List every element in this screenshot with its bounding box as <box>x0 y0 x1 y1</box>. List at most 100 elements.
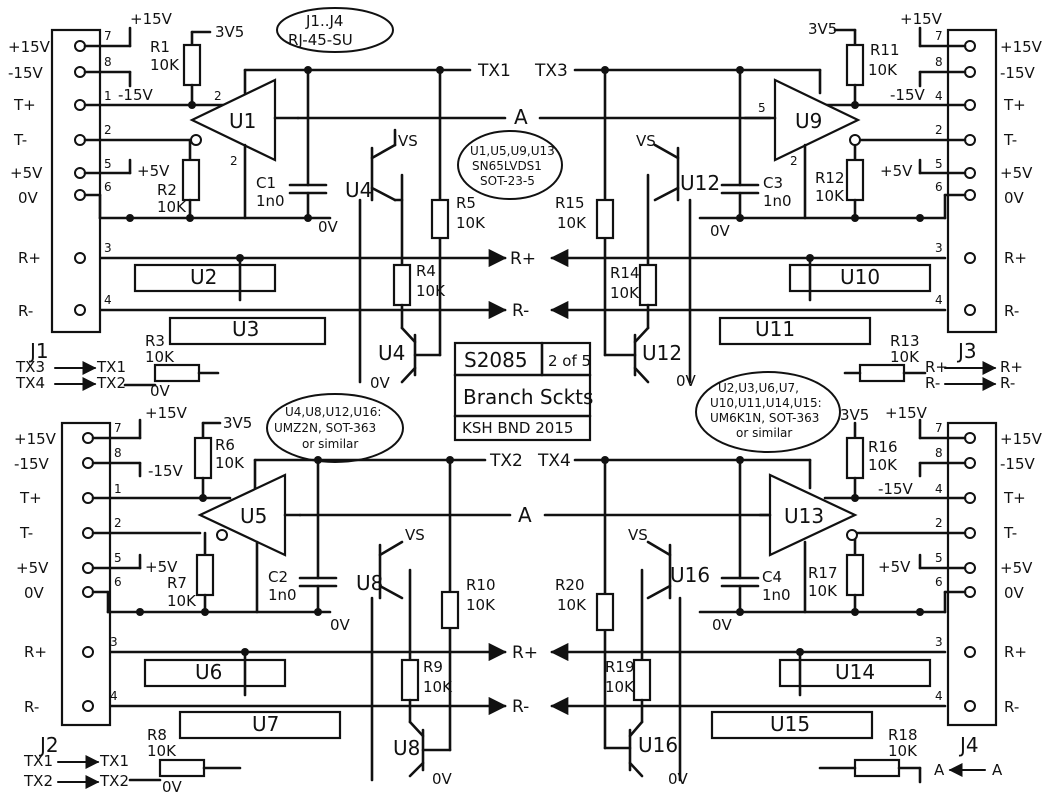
schematic-label: T+ <box>13 96 36 114</box>
schematic-label: 2 <box>790 154 798 168</box>
schematic-label: 0V <box>370 374 391 392</box>
schematic-label: R- <box>925 374 940 392</box>
schematic-label: UM6K1N, SOT-363 <box>710 411 819 425</box>
schematic-label: C1 <box>256 174 276 192</box>
schematic-label: 10K <box>557 596 587 614</box>
drawing-number: S2085 <box>464 348 528 372</box>
r13-resistor <box>858 363 906 383</box>
schematic-label: 7 <box>935 29 943 43</box>
schematic-label: TX2 <box>96 374 126 392</box>
schematic-label: U2,U3,U6,U7, <box>718 381 799 395</box>
schematic-label: 3 <box>110 635 118 649</box>
tx4-net-label: TX4 <box>537 451 571 471</box>
drawing-title: Branch Sckts <box>463 385 593 409</box>
schematic-label: TX4 <box>15 374 45 392</box>
switch-note: U2,U3,U6,U7, U10,U11,U14,U15: UM6K1N, SO… <box>695 371 841 453</box>
j1-label: J1 <box>28 339 49 363</box>
schematic-label: A <box>934 761 945 779</box>
schematic-label: U10 <box>840 265 880 289</box>
schematic-label: 8 <box>935 446 943 460</box>
u15-switch <box>710 710 874 740</box>
schematic-label: R14 <box>610 264 640 282</box>
u10-switch <box>788 263 932 293</box>
schematic-label: +15V <box>885 404 928 422</box>
title-block: S2085 2 of 5 Branch Sckts KSH BND 2015 <box>453 341 593 442</box>
schematic-label: -15V <box>890 86 925 104</box>
schematic-label: 7 <box>935 421 943 435</box>
schematic-label: U15 <box>770 712 810 736</box>
r20-resistor <box>595 592 615 632</box>
schematic-label: U7 <box>252 712 279 736</box>
schematic-label: -15V <box>1000 455 1035 473</box>
schematic-label: C3 <box>763 174 783 192</box>
schematic-label: 3V5 <box>215 23 244 41</box>
j2-connector <box>60 421 112 727</box>
schematic-label: -15V <box>118 86 153 104</box>
schematic-label: U10,U11,U14,U15: <box>710 396 822 410</box>
schematic-label: 1 <box>114 482 122 496</box>
schematic-label: U16 <box>638 733 678 757</box>
schematic-label: 10K <box>167 592 197 610</box>
r9-resistor <box>400 658 420 702</box>
schematic-label: 10K <box>868 456 898 474</box>
schematic-label: R6 <box>215 436 235 454</box>
schematic-label: 10K <box>888 742 918 760</box>
schematic-label: 6 <box>114 575 122 589</box>
a-net-bottom: A <box>298 503 772 527</box>
schematic-label: 3V5 <box>808 20 837 38</box>
schematic-label: T+ <box>1003 96 1026 114</box>
schematic-label: 10K <box>868 61 898 79</box>
rm-net-label-bottom: R- <box>512 697 529 717</box>
schematic-label: T- <box>13 131 27 149</box>
schematic-label: R18 <box>888 726 918 744</box>
schematic-label: R2 <box>157 181 177 199</box>
schematic-label: 1n0 <box>256 192 285 210</box>
schematic-label: R11 <box>870 41 900 59</box>
schematic-label: 0V <box>712 616 733 634</box>
schematic-label: or similar <box>736 426 792 440</box>
schematic-label: -15V <box>148 462 183 480</box>
schematic-label: 6 <box>935 575 943 589</box>
schematic-label: TX1 <box>96 358 126 376</box>
schematic-label: U9 <box>795 109 822 133</box>
schematic-label: R+ <box>24 643 47 661</box>
schematic-label: 1n0 <box>763 192 792 210</box>
schematic-label: U4 <box>378 341 405 365</box>
a-net-label-bottom: A <box>518 503 532 527</box>
r4-resistor <box>392 263 412 307</box>
schematic-label: +5V <box>137 162 170 180</box>
r18-resistor <box>853 758 901 778</box>
schematic-label: R+ <box>18 249 41 267</box>
schematic-label: -15V <box>8 64 43 82</box>
r14-resistor <box>638 263 658 307</box>
schematic-label: TX2 <box>99 772 129 790</box>
r7-resistor <box>195 553 215 597</box>
r11-resistor <box>845 43 865 87</box>
u7-switch <box>178 710 342 740</box>
j2-label: J2 <box>38 733 59 757</box>
schematic-label: R9 <box>423 658 443 676</box>
schematic-label: 1n0 <box>762 586 791 604</box>
tx3-net-label: TX3 <box>534 61 568 81</box>
schematic-label: 6 <box>935 180 943 194</box>
schematic-label: U14 <box>835 660 875 684</box>
schematic-label: +15V <box>1000 38 1043 56</box>
schematic-label: T- <box>19 524 33 542</box>
schematic-label: T+ <box>19 489 42 507</box>
schematic-label: R3 <box>145 332 165 350</box>
schematic-label: U11 <box>755 317 795 341</box>
schematic-label: 3V5 <box>223 414 252 432</box>
schematic-label: RJ-45-SU <box>288 31 353 49</box>
schematic-label: R+ <box>925 358 948 376</box>
schematic-label: 10K <box>466 596 496 614</box>
schematic-label: 10K <box>815 187 845 205</box>
schematic-label: SN65LVDS1 <box>472 159 542 173</box>
schematic-label: U6 <box>195 660 222 684</box>
schematic-label: 3V5 <box>840 406 869 424</box>
schematic-label: 2 <box>114 516 122 530</box>
schematic-label: 0V <box>150 382 171 400</box>
schematic-label: R5 <box>456 194 476 212</box>
schematic-label: U3 <box>232 317 259 341</box>
schematic-label: U4,U8,U12,U16: <box>285 405 381 419</box>
schematic-label: U8 <box>393 736 420 760</box>
